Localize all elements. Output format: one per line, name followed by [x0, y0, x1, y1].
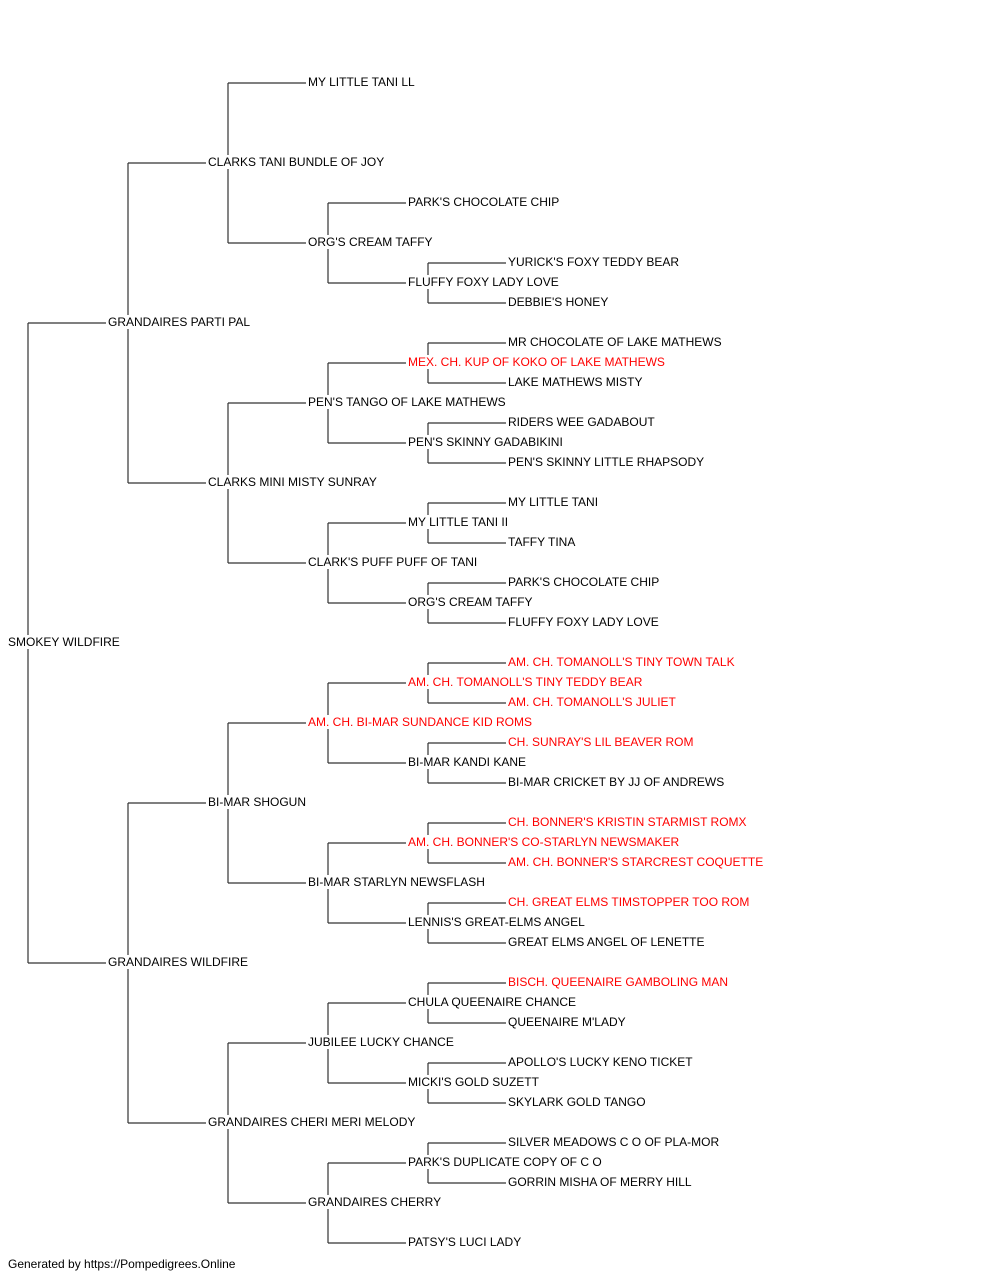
ancestor-name-gen-5: GREAT ELMS ANGEL OF LENETTE	[508, 935, 707, 949]
ancestor-name-gen-4: AM. CH. BONNER'S CO-STARLYN NEWSMAKER	[408, 835, 682, 849]
ancestor-name-gen-4: AM. CH. TOMANOLL'S TINY TEDDY BEAR	[408, 675, 645, 689]
ancestor-name-gen-4: MICKI'S GOLD SUZETT	[408, 1075, 541, 1089]
ancestor-name-gen-4: FLUFFY FOXY LADY LOVE	[408, 275, 561, 289]
ancestor-name-gen-4: PATSY'S LUCI LADY	[408, 1235, 524, 1249]
ancestor-name-gen-4: CHULA QUEENAIRE CHANCE	[408, 995, 579, 1009]
ancestor-name-gen-5: GORRIN MISHA OF MERRY HILL	[508, 1175, 694, 1189]
ancestor-name-gen-5: APOLLO'S LUCKY KENO TICKET	[508, 1055, 695, 1069]
ancestor-name-gen-4: PARK'S DUPLICATE COPY OF C O	[408, 1155, 604, 1169]
subject-dog-name: SMOKEY WILDFIRE	[8, 635, 122, 649]
ancestor-name-gen-5: AM. CH. TOMANOLL'S JULIET	[508, 695, 678, 709]
ancestor-name-gen-3: JUBILEE LUCKY CHANCE	[308, 1035, 456, 1049]
ancestor-name-gen-5: DEBBIE'S HONEY	[508, 295, 611, 309]
ancestor-name-gen-2: CLARKS TANI BUNDLE OF JOY	[208, 155, 387, 169]
ancestor-name-gen-5: MR CHOCOLATE OF LAKE MATHEWS	[508, 335, 724, 349]
generated-by-footer: Generated by https://Pompedigrees.Online	[8, 1257, 236, 1271]
ancestor-name-gen-4: MY LITTLE TANI II	[408, 515, 511, 529]
ancestor-name-gen-4: PARK'S CHOCOLATE CHIP	[408, 195, 562, 209]
ancestor-name-gen-5: PEN'S SKINNY LITTLE RHAPSODY	[508, 455, 707, 469]
ancestor-name-gen-5: SKYLARK GOLD TANGO	[508, 1095, 648, 1109]
ancestor-name-gen-5: BI-MAR CRICKET BY JJ OF ANDREWS	[508, 775, 727, 789]
ancestor-name-gen-5: AM. CH. BONNER'S STARCREST COQUETTE	[508, 855, 766, 869]
ancestor-name-gen-1: GRANDAIRES PARTI PAL	[108, 315, 253, 329]
ancestor-name-gen-2: BI-MAR SHOGUN	[208, 795, 309, 809]
ancestor-name-gen-4: BI-MAR KANDI KANE	[408, 755, 529, 769]
ancestor-name-gen-4: PEN'S SKINNY GADABIKINI	[408, 435, 565, 449]
ancestor-name-gen-5: LAKE MATHEWS MISTY	[508, 375, 645, 389]
ancestor-name-gen-5: AM. CH. TOMANOLL'S TINY TOWN TALK	[508, 655, 737, 669]
ancestor-name-gen-3: GRANDAIRES CHERRY	[308, 1195, 444, 1209]
ancestor-name-gen-5: QUEENAIRE M'LADY	[508, 1015, 628, 1029]
ancestor-name-gen-5: CH. GREAT ELMS TIMSTOPPER TOO ROM	[508, 895, 752, 909]
ancestor-name-gen-3: AM. CH. BI-MAR SUNDANCE KID ROMS	[308, 715, 535, 729]
ancestor-name-gen-3: CLARK'S PUFF PUFF OF TANI	[308, 555, 480, 569]
ancestor-name-gen-5: MY LITTLE TANI	[508, 495, 601, 509]
ancestor-name-gen-3: ORG'S CREAM TAFFY	[308, 235, 435, 249]
ancestor-name-gen-5: CH. BONNER'S KRISTIN STARMIST ROMX	[508, 815, 749, 829]
ancestor-name-gen-5: PARK'S CHOCOLATE CHIP	[508, 575, 662, 589]
ancestor-name-gen-4: ORG'S CREAM TAFFY	[408, 595, 535, 609]
ancestor-name-gen-5: YURICK'S FOXY TEDDY BEAR	[508, 255, 682, 269]
ancestor-name-gen-5: RIDERS WEE GADABOUT	[508, 415, 657, 429]
ancestor-name-gen-4: MEX. CH. KUP OF KOKO OF LAKE MATHEWS	[408, 355, 667, 369]
ancestor-name-gen-3: PEN'S TANGO OF LAKE MATHEWS	[308, 395, 508, 409]
ancestor-name-gen-3: MY LITTLE TANI LL	[308, 75, 417, 89]
ancestor-name-gen-4: LENNIS'S GREAT-ELMS ANGEL	[408, 915, 587, 929]
ancestor-name-gen-5: FLUFFY FOXY LADY LOVE	[508, 615, 661, 629]
ancestor-name-gen-5: BISCH. QUEENAIRE GAMBOLING MAN	[508, 975, 731, 989]
ancestor-name-gen-2: GRANDAIRES CHERI MERI MELODY	[208, 1115, 418, 1129]
ancestor-name-gen-5: CH. SUNRAY'S LIL BEAVER ROM	[508, 735, 696, 749]
ancestor-name-gen-5: TAFFY TINA	[508, 535, 578, 549]
ancestor-name-gen-3: BI-MAR STARLYN NEWSFLASH	[308, 875, 487, 889]
ancestor-name-gen-1: GRANDAIRES WILDFIRE	[108, 955, 251, 969]
ancestor-name-gen-5: SILVER MEADOWS C O OF PLA-MOR	[508, 1135, 722, 1149]
ancestor-name-gen-2: CLARKS MINI MISTY SUNRAY	[208, 475, 379, 489]
